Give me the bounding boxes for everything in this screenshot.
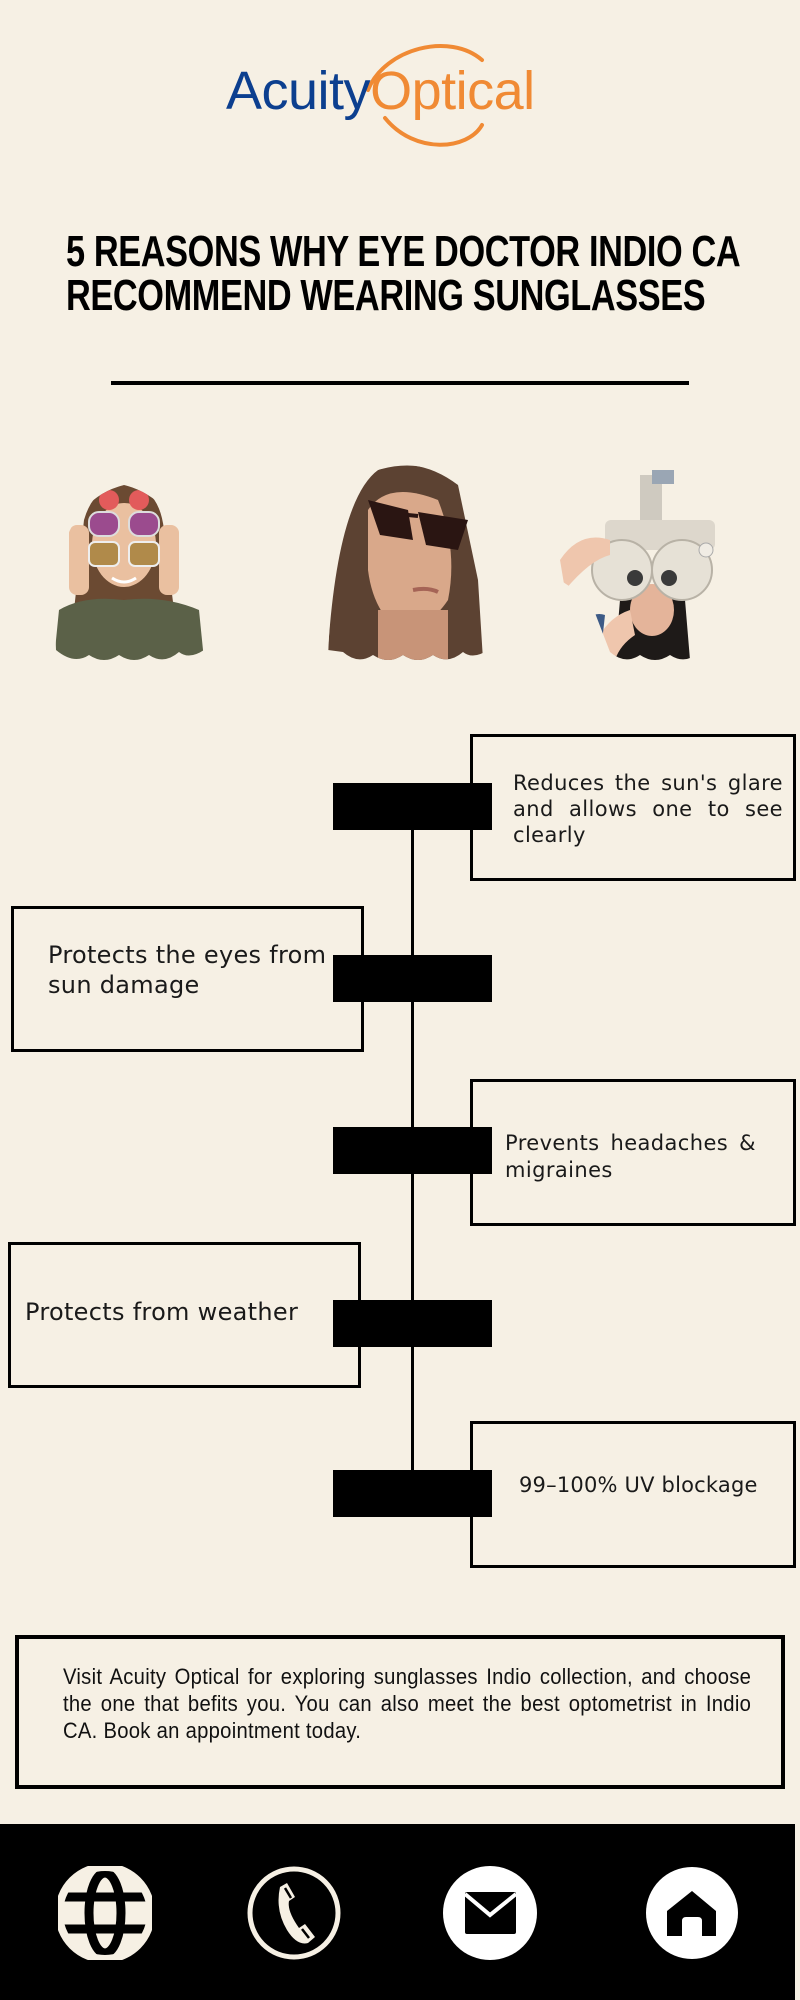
website-link[interactable]: [58, 1866, 152, 1960]
call-to-action-text: Visit Acuity Optical for exploring sungl…: [63, 1664, 752, 1743]
reason-text-3: Prevents headaches & migraines: [505, 1131, 756, 1182]
phone-icon: [247, 1866, 341, 1960]
reason-card-5: 99–100% UV blockage: [470, 1421, 796, 1568]
reason-text-5: 99–100% UV blockage: [519, 1473, 758, 1497]
timeline-marker-5: [333, 1470, 492, 1517]
globe-icon: [58, 1866, 152, 1960]
woman-sunglasses-image: [54, 485, 204, 660]
portrait-multiple-sunglasses: [34, 460, 214, 660]
phone-link[interactable]: [247, 1866, 341, 1960]
reason-card-3: Prevents headaches & migraines: [470, 1079, 796, 1226]
brand-logo[interactable]: AcuityOptical: [200, 30, 600, 160]
reason-card-2: Protects the eyes from sun damage: [11, 906, 364, 1052]
brand-wordmark: AcuityOptical: [226, 64, 535, 118]
brand-name-acuity: Acuity: [226, 61, 371, 121]
home-icon: [646, 1867, 738, 1959]
woman-looking-up-image: [328, 465, 488, 660]
title-divider: [111, 381, 689, 385]
timeline-marker-4: [333, 1300, 492, 1347]
timeline-marker-1: [333, 783, 492, 830]
mail-icon: [443, 1866, 537, 1960]
logo-swoosh-icon: [366, 44, 484, 147]
portrait-cat-eye-sunglasses: [318, 460, 498, 660]
title-line-2: RECOMMEND WEARING SUNGLASSES: [66, 271, 706, 320]
phoropter-exam-image: [560, 460, 740, 660]
reason-card-1: Reduces the sun's glare and allows one t…: [470, 734, 796, 881]
page-title: 5 REASONS WHY EYE DOCTOR INDIO CA RECOMM…: [66, 230, 752, 318]
home-link[interactable]: [645, 1866, 739, 1960]
reason-card-4: Protects from weather: [8, 1242, 361, 1388]
timeline-marker-3: [333, 1127, 492, 1174]
reason-text-4: Protects from weather: [25, 1298, 299, 1326]
reason-text-1: Reduces the sun's glare and allows one t…: [513, 771, 783, 847]
timeline-marker-2: [333, 955, 492, 1002]
brand-name-optical: Optical: [370, 61, 535, 121]
title-line-1: 5 REASONS WHY EYE DOCTOR INDIO CA: [66, 227, 741, 276]
call-to-action-box: Visit Acuity Optical for exploring sungl…: [15, 1635, 785, 1789]
footer-contact-bar: [0, 1824, 795, 2000]
email-link[interactable]: [443, 1866, 537, 1960]
portrait-eye-exam: [560, 460, 740, 660]
reason-text-2: Protects the eyes from sun damage: [48, 941, 327, 999]
